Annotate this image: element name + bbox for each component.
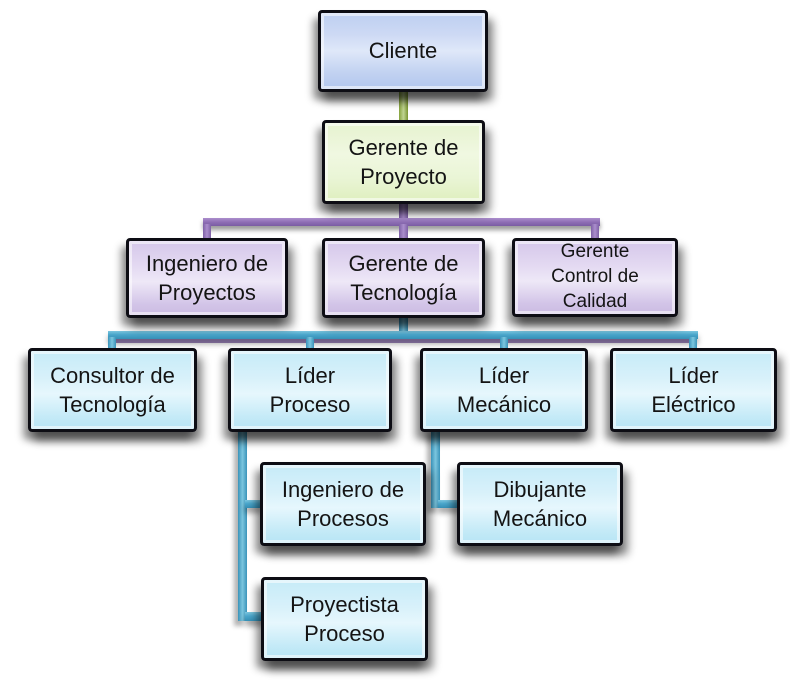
node-label: Ingeniero de Procesos (281, 476, 405, 531)
node-gerente-tecnologia: Gerente de Tecnología (322, 238, 485, 318)
connector-elbow-proyectista (245, 612, 264, 621)
node-label: Gerente de Tecnología (348, 250, 459, 305)
connector-hang-lider-proceso (238, 430, 247, 621)
node-label: Proyectista Proceso (290, 591, 399, 646)
node-ingeniero-proyectos: Ingeniero de Proyectos (126, 238, 288, 318)
node-lider-mecanico: Líder Mecánico (420, 348, 588, 432)
node-proyectista-proceso: Proyectista Proceso (261, 577, 428, 661)
connector-drop-consultor (108, 337, 116, 350)
connector-tecnologia-stub (399, 314, 408, 333)
node-label: Cliente (368, 38, 438, 64)
connector-drop-lider-mecanico (500, 337, 508, 350)
connector-level3-horizontal (203, 218, 600, 226)
node-cliente: Cliente (318, 10, 488, 92)
node-label: Gerente de Proyecto (348, 134, 459, 189)
connector-hang-lider-mecanico (431, 430, 440, 508)
node-lider-proceso: Líder Proceso (228, 348, 392, 432)
node-label: Ingeniero de Proyectos (145, 250, 269, 305)
node-label: Dibujante Mecánico (492, 476, 588, 531)
node-ingeniero-procesos: Ingeniero de Procesos (260, 462, 426, 546)
connector-drop-lider-electrico (689, 337, 697, 350)
connector-drop-lider-proceso (306, 337, 314, 350)
node-label: Líder Mecánico (456, 362, 552, 417)
node-gerente-proyecto: Gerente de Proyecto (322, 120, 485, 204)
node-label: Líder Eléctrico (651, 362, 736, 417)
connector-level4-horizontal (108, 331, 698, 339)
node-consultor-tecnologia: Consultor de Tecnología (28, 348, 197, 432)
connector-level4-underline (110, 339, 696, 343)
node-dibujante-mecanico: Dibujante Mecánico (457, 462, 623, 546)
connector-drop-calidad (591, 224, 599, 240)
node-label: Gerente Control de Calidad (551, 241, 639, 312)
connector-cliente-gerente (399, 90, 408, 122)
connector-drop-tecnologia (399, 224, 408, 240)
node-lider-electrico: Líder Eléctrico (610, 348, 777, 432)
node-label: Líder Proceso (269, 362, 351, 417)
node-label: Consultor de Tecnología (50, 362, 175, 417)
connector-elbow-ingeniero-procesos (245, 500, 262, 508)
connector-elbow-dibujante (438, 500, 460, 508)
connector-gerente-stub (399, 201, 408, 220)
node-gerente-control-calidad: Gerente Control de Calidad (512, 238, 678, 317)
connector-drop-ingeniero (203, 224, 211, 240)
